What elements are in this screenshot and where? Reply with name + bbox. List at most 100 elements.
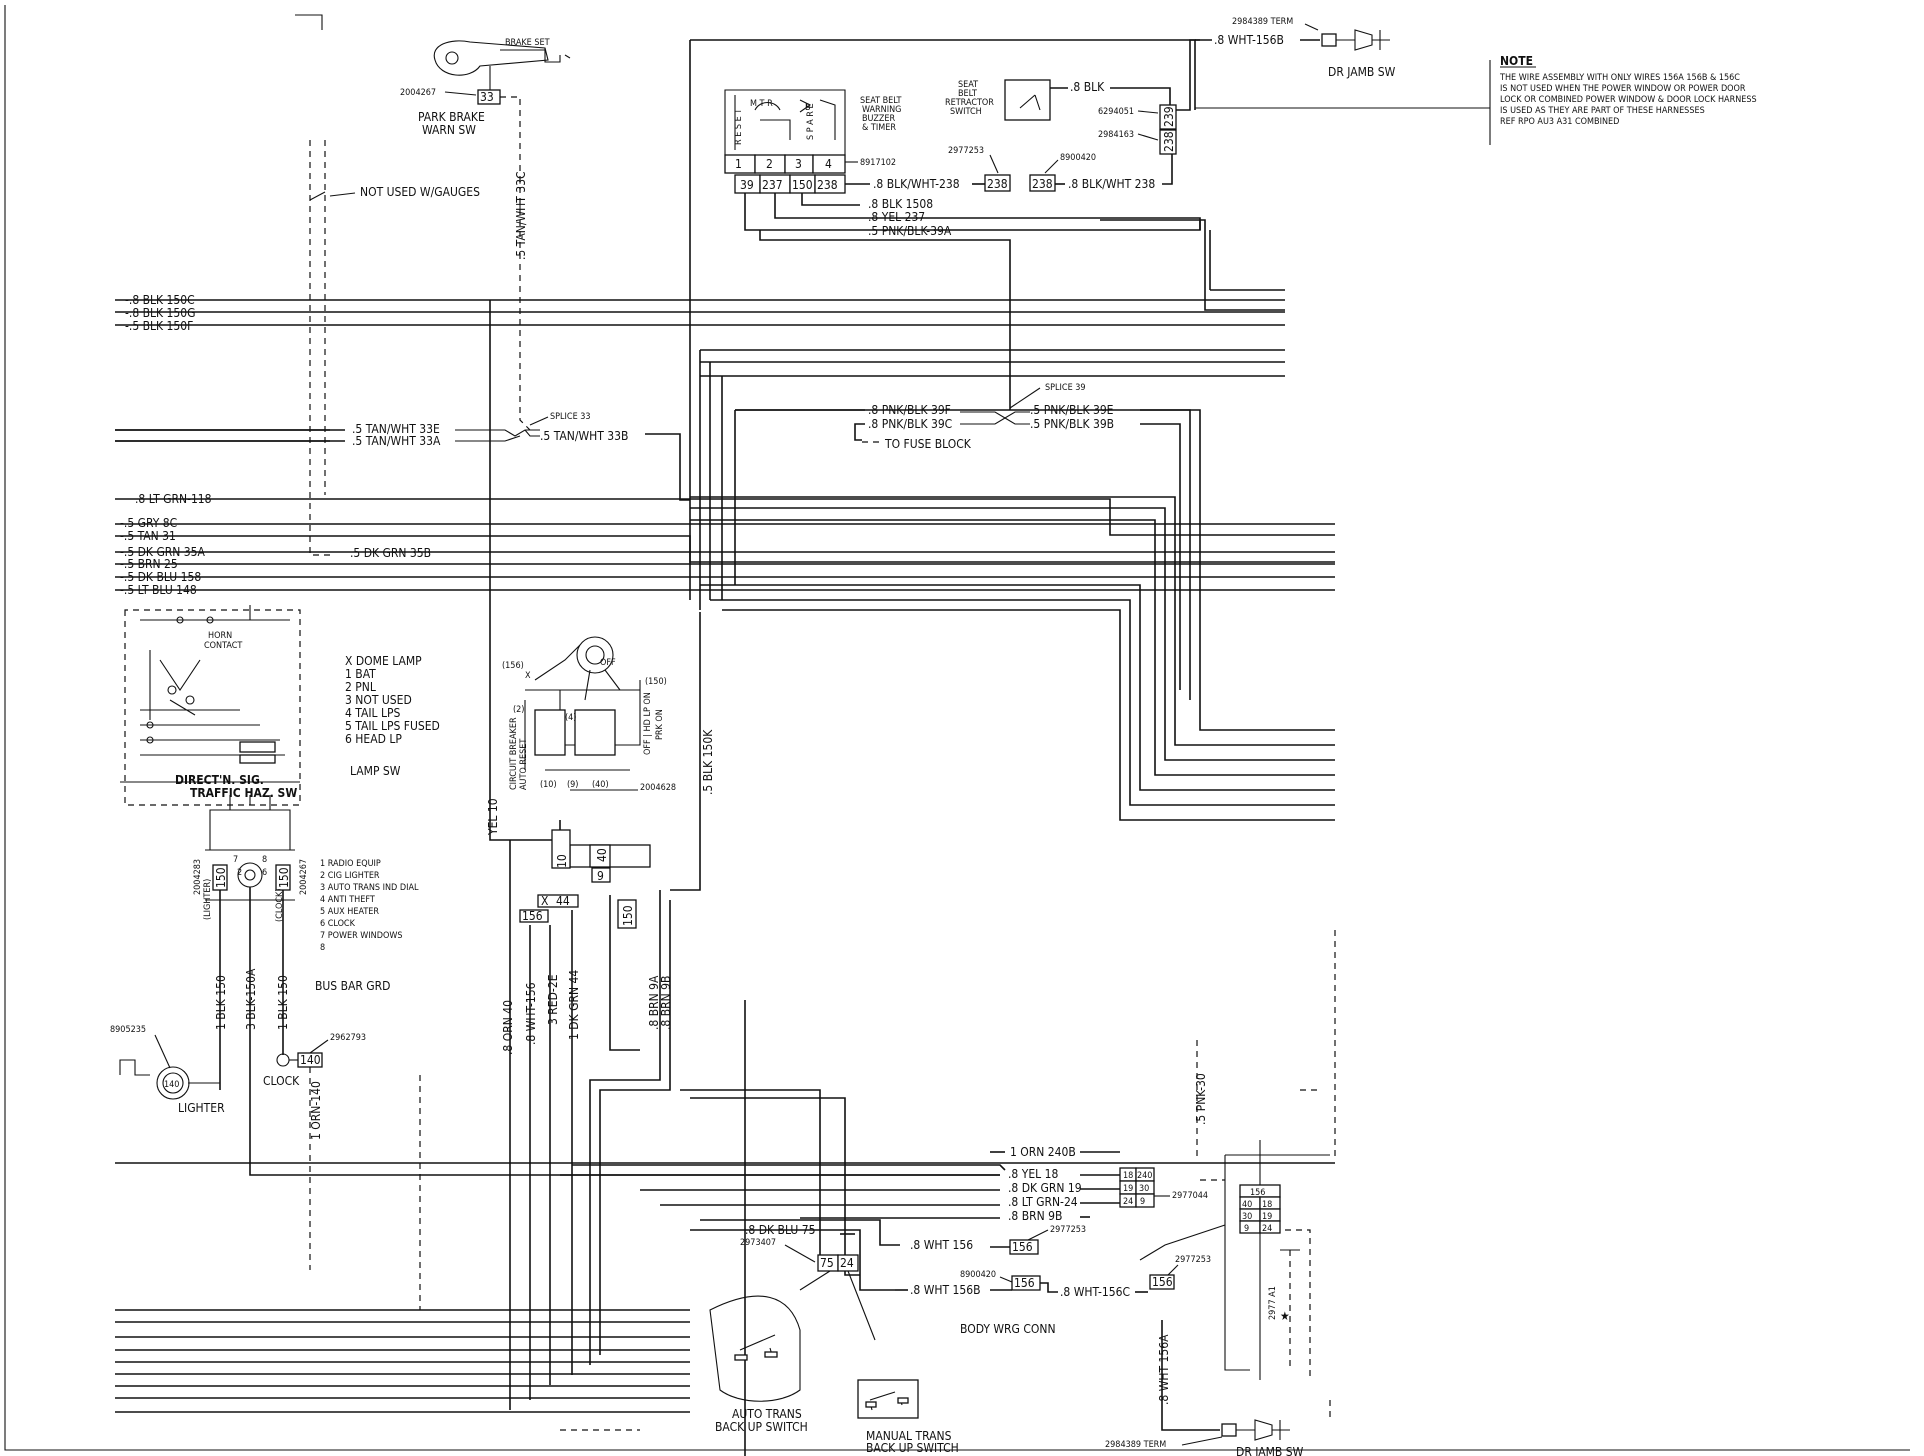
wire-ltblu148: -.5 LT BLU 148 (120, 583, 197, 597)
wire-wht156c: .8 WHT-156C (1060, 1285, 1130, 1299)
clock-label: CLOCK (263, 1074, 300, 1088)
ign-9: (9) (567, 780, 578, 790)
page-frame (4, 5, 1910, 1451)
wire-tan33e: .5 TAN/WHT 33E (352, 422, 440, 436)
svg-text:BRAKE SET: BRAKE SET (505, 38, 550, 48)
wire-yel18: .8 YEL 18 (1008, 1167, 1058, 1181)
part-2977253c: 2977253 (1175, 1255, 1211, 1265)
buzzer-mtr: M T R (750, 99, 773, 109)
part-2984163: 2984163 (1098, 130, 1134, 140)
splice39-label: SPLICE 39 (1045, 383, 1086, 393)
c156c: 156 (1152, 1275, 1173, 1289)
note-line-1: IS NOT USED WHEN THE POWER WINDOW OR POW… (1500, 84, 1746, 94)
part-2962793: 2962793 (330, 1033, 366, 1043)
buzzer-label-1: SEAT BELT (860, 96, 902, 106)
ign-off: OFF (600, 658, 616, 668)
buzzer-pin-3: 3 (795, 157, 802, 171)
buzzer-b: B (805, 103, 811, 113)
splice33-label: SPLICE 33 (550, 412, 591, 422)
lamp-legend-item-4: 4 TAIL LPS (345, 706, 400, 720)
bus-legend-item-4: 5 AUX HEATER (320, 907, 379, 917)
switch-down-wires: .8 ORN 40 .8 WHT-156 3 RED-2E 1 DK GRN 4… (501, 840, 673, 1410)
wire-pnk39c: .8 PNK/BLK 39C (868, 417, 952, 431)
bus-legend-item-1: 2 CIG LIGHTER (320, 871, 380, 881)
auto-trans-backup-switch: AUTO TRANS BACK UP SWITCH (709, 1295, 808, 1434)
wire-pnk39a: .5 PNK/BLK-39A (868, 224, 952, 238)
lamp-legend-item-2: 2 PNL (345, 680, 376, 694)
switch-connector-2004628: 2004628 10 40 9 150 X 44 156 (519, 783, 676, 929)
part-8917102: 8917102 (860, 158, 896, 168)
inline-238b: 238 (1032, 177, 1053, 191)
wire-pnk39b: .5 PNK/BLK 39B (1030, 417, 1114, 431)
manual-trans-label-2: BACK UP SWITCH (866, 1441, 959, 1455)
auto-trans-label-1: AUTO TRANS (732, 1407, 802, 1421)
part-2004628: 2004628 (640, 783, 676, 793)
part-2977253b: 2977253 (1050, 1225, 1086, 1235)
manual-trans-label-1: MANUAL TRANS (866, 1429, 952, 1443)
pin-sw-10: 10 (555, 854, 569, 868)
conn-240: 240 (1137, 1171, 1152, 1181)
rc-24: 24 (1262, 1224, 1272, 1234)
inline-238a: 238 (987, 177, 1008, 191)
ign-150: (150) (645, 677, 667, 687)
to-fuse-block: TO FUSE BLOCK (884, 437, 972, 451)
splice-33: .5 TAN/WHT 33E .5 TAN/WHT 33A .5 TAN/WHT… (115, 412, 690, 501)
buzzer-pin-4: 4 (825, 157, 832, 171)
note-line-2: LOCK OR COMBINED POWER WINDOW & DOOR LOC… (1500, 95, 1757, 105)
bus-lighter-side: (LIGHTER) (203, 879, 213, 920)
wire-orn240b: 1 ORN 240B (1010, 1145, 1076, 1159)
note-line-0: THE WIRE ASSEMBLY WITH ONLY WIRES 156A 1… (1499, 73, 1740, 83)
wire-orn40: .8 ORN 40 (501, 1000, 515, 1055)
part-2984389a: 2984389 TERM (1232, 17, 1293, 27)
note-line-4: REF RPO AU3 A31 COMBINED (1500, 117, 1619, 127)
wire-brn25: -.5 BRN 25 (120, 557, 178, 571)
dr-jamb-switch-top: .8 WHT-156B 2984389 TERM DR JAMB SW (1195, 17, 1396, 79)
pin-sw-x: X (541, 894, 549, 908)
park-brake-part: 2004267 (400, 88, 436, 98)
lamp-legend-item-5: 5 TAIL LPS FUSED (345, 719, 440, 733)
bus-bar-label: BUS BAR GRD (315, 979, 391, 993)
wire-blkwht238a: .8 BLK/WHT-238 (873, 177, 960, 191)
wire-gry8c: -.5 GRY 8C (120, 516, 177, 530)
bus-legend-item-7: 8 (320, 943, 325, 953)
wire-blk1508: .8 BLK 1508 (868, 197, 933, 211)
buzzer-reset: R E S E T (734, 109, 744, 145)
buzzer-label-3: BUZZER (862, 114, 896, 124)
part-2977253a: 2977253 (948, 146, 984, 156)
horn-contact-2: CONTACT (204, 641, 242, 651)
ign-4: (4) (565, 713, 576, 723)
bus-pin-8: 8 (262, 855, 267, 865)
wire-blk150k: .5 BLK 150K (701, 729, 715, 795)
wire-blkwht238b: .8 BLK/WHT 238 (1068, 177, 1155, 191)
park-brake-pin: 33 (480, 90, 494, 104)
ign-2: (2) (513, 705, 524, 715)
wire-blk150g: -.8 BLK 150G (125, 306, 196, 320)
lighter: 140 8905235 LIGHTER (110, 1025, 225, 1115)
rc-18: 18 (1262, 1200, 1272, 1210)
wire-blk150-l: 1 BLK 150 (214, 975, 228, 1030)
bus-150-left: 150 (214, 867, 228, 888)
part-2004283: 2004283 (193, 859, 203, 895)
back-up-connector: 75 24 2973407 (680, 1089, 876, 1341)
wire-wht156b-bot: .8 WHT 156B (910, 1283, 981, 1297)
wire-orn140: 1 ORN-140 (309, 1081, 323, 1140)
bus-legend-item-0: 1 RADIO EQUIP (320, 859, 381, 869)
lamp-legend-item-0: X DOME LAMP (345, 654, 422, 668)
pin-sw-9: 9 (597, 869, 604, 883)
not-used-gauges-label: NOT USED W/GAUGES (360, 185, 480, 199)
lamp-legend-item-6: 6 HEAD LP (345, 732, 402, 746)
part-6294051: 6294051 (1098, 107, 1134, 117)
conn-9: 9 (1140, 1197, 1145, 1207)
wire-tan31: -.5 TAN 31 (120, 529, 176, 543)
wire-blk150-r: 1 BLK 150 (276, 975, 290, 1030)
wire-brn9a: .8 BRN 9A (647, 975, 661, 1030)
pin-sw-156: 156 (522, 909, 543, 923)
direct-sig-label-2: TRAFFIC HAZ. SW (190, 786, 297, 800)
part-2973407: 2973407 (740, 1238, 776, 1248)
note-block: NOTE THE WIRE ASSEMBLY WITH ONLY WIRES 1… (1195, 54, 1757, 145)
wire-pnk39e: .5 PNK/BLK 39E (1030, 403, 1114, 417)
part-2984389b: 2984389 TERM (1105, 1440, 1166, 1450)
splice-39: .8 PNK/BLK 39F .8 PNK/BLK 39C TO FUSE BL… (735, 383, 1191, 700)
pin-sw-150: 150 (621, 905, 635, 926)
off-hd-lp: OFF | HD LP ON (643, 692, 653, 755)
